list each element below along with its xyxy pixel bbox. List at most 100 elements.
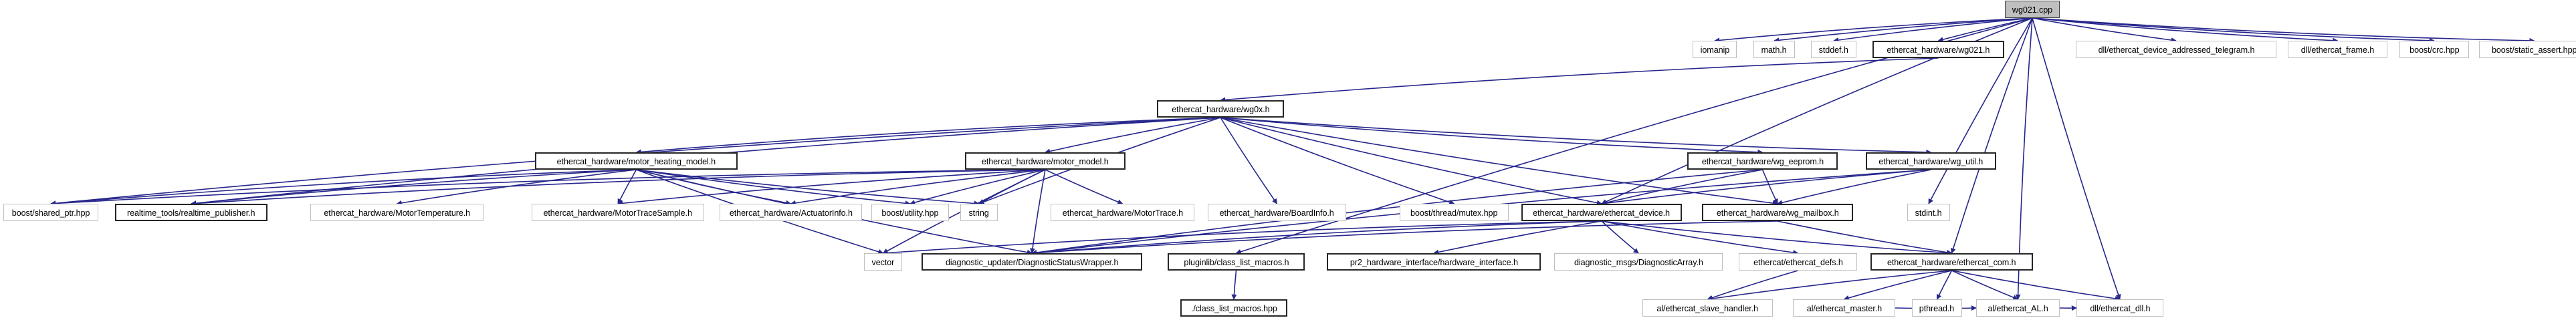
graph-edge	[1601, 220, 1799, 255]
graph-node[interactable]: dll/ethercat_frame.h	[2288, 41, 2387, 58]
graph-node[interactable]: pthread.h	[1912, 299, 1962, 317]
graph-edge	[191, 169, 1046, 206]
graph-node[interactable]: al/ethercat_slave_handler.h	[1642, 299, 1773, 317]
graph-node[interactable]: ./class_list_macros.hpp	[1180, 299, 1287, 317]
graph-node[interactable]: al/ethercat_AL.h	[1976, 299, 2060, 317]
graph-node-label: ethercat_hardware/wg_mailbox.h	[1716, 207, 1839, 218]
graph-node[interactable]: pluginlib/class_list_macros.h	[1168, 253, 1305, 271]
graph-edge	[1601, 220, 1639, 254]
graph-edge	[2032, 17, 2121, 300]
graph-node[interactable]: ethercat_hardware/wg_util.h	[1866, 152, 1996, 170]
graph-node[interactable]: vector	[864, 253, 902, 271]
graph-node-label: diagnostic_updater/DiagnosticStatusWrapp…	[945, 257, 1119, 267]
graph-node-label: ethercat_hardware/motor_model.h	[982, 156, 1109, 166]
graph-node[interactable]: pr2_hardware_interface/hardware_interfac…	[1327, 253, 1541, 271]
graph-edge	[790, 169, 1046, 206]
graph-node[interactable]: ethercat_hardware/wg_eeprom.h	[1687, 152, 1838, 170]
graph-node-label: ethercat_hardware/BoardInfo.h	[1219, 207, 1335, 218]
graph-node-label: al/ethercat_master.h	[1806, 303, 1882, 313]
graph-node-label: ethercat_hardware/MotorTrace.h	[1062, 207, 1183, 218]
graph-node[interactable]: stddef.h	[1811, 41, 1856, 58]
graph-node-label: dll/ethercat_device_addressed_telegram.h	[2098, 44, 2254, 55]
graph-node-label: diagnostic_msgs/DiagnosticArray.h	[1574, 257, 1703, 267]
graph-edge	[1220, 117, 1602, 206]
graph-node[interactable]: boost/shared_ptr.hpp	[3, 204, 98, 221]
graph-node-label: ethercat_hardware/wg021.h	[1887, 44, 1990, 55]
graph-node-label: boost/static_assert.hpp	[2491, 44, 2576, 55]
graph-edge	[1220, 117, 1763, 155]
graph-edge	[50, 169, 637, 206]
graph-node-label: dll/ethercat_dll.h	[2089, 303, 2151, 313]
graph-node-label: pthread.h	[1919, 303, 1955, 313]
graph-edge	[1777, 220, 1953, 255]
graph-node-label: ethercat_hardware/wg_util.h	[1879, 156, 1983, 166]
graph-node-label: ethercat_hardware/MotorTraceSample.h	[543, 207, 693, 218]
graph-node[interactable]: ethercat_hardware/wg_mailbox.h	[1702, 204, 1853, 221]
graph-edge	[1045, 169, 1123, 204]
graph-edge	[396, 169, 637, 206]
graph-edge	[1220, 117, 1932, 155]
graph-node[interactable]: diagnostic_msgs/DiagnosticArray.h	[1554, 253, 1723, 271]
graph-edge	[1031, 220, 1602, 256]
graph-edge	[1843, 270, 1952, 301]
graph-node-label: ethercat_hardware/MotorTemperature.h	[324, 207, 470, 218]
graph-edge	[1220, 117, 1455, 205]
graph-node-root[interactable]: wg021.cpp	[2005, 1, 2060, 18]
graph-node[interactable]: diagnostic_updater/DiagnosticStatusWrapp…	[922, 253, 1142, 271]
graph-edge	[617, 169, 637, 204]
graph-node[interactable]: ethercat_hardware/ethercat_device.h	[1521, 204, 1682, 221]
graph-node-label: stdint.h	[1915, 207, 1942, 218]
graph-node[interactable]: math.h	[1753, 41, 1795, 58]
graph-node[interactable]: boost/static_assert.hpp	[2479, 41, 2576, 58]
graph-edge	[1936, 270, 1953, 300]
graph-node[interactable]: ethercat_hardware/BoardInfo.h	[1208, 204, 1346, 221]
graph-node[interactable]: string	[960, 204, 998, 221]
graph-edge	[1937, 17, 2033, 43]
graph-node[interactable]: ethercat_hardware/motor_heating_model.h	[535, 152, 738, 170]
graph-node[interactable]: dll/ethercat_device_addressed_telegram.h	[2076, 41, 2276, 58]
graph-edge	[2032, 17, 2339, 43]
graph-node[interactable]: iomanip	[1693, 41, 1737, 58]
graph-node[interactable]: ethercat_hardware/wg021.h	[1872, 41, 2004, 58]
graph-node-label: pr2_hardware_interface/hardware_interfac…	[1350, 257, 1518, 267]
graph-edge	[1951, 270, 2121, 301]
graph-node-label: ./class_list_macros.hpp	[1190, 303, 1277, 313]
graph-edge	[50, 169, 1046, 206]
graph-node-label: boost/thread/mutex.hpp	[1410, 207, 1498, 218]
graph-node[interactable]: boost/crc.hpp	[2399, 41, 2469, 58]
graph-node-label: realtime_tools/realtime_publisher.h	[127, 207, 255, 218]
graph-node-label: math.h	[1761, 44, 1787, 55]
graph-node[interactable]: stdint.h	[1907, 204, 1950, 221]
graph-edge	[1433, 220, 1602, 255]
graph-node-label: stddef.h	[1818, 44, 1849, 55]
graph-node[interactable]: al/ethercat_master.h	[1793, 299, 1895, 317]
graph-edge	[617, 169, 1046, 206]
graph-edge	[978, 169, 1046, 204]
graph-node-label: ethercat_hardware/ethercat_com.h	[1887, 257, 2016, 267]
graph-edge	[1707, 270, 1798, 301]
graph-edge	[2032, 17, 2435, 43]
graph-node[interactable]: ethercat_hardware/ethercat_com.h	[1870, 253, 2033, 271]
graph-edge	[1707, 270, 1952, 301]
graph-node[interactable]: ethercat_hardware/MotorTrace.h	[1051, 204, 1194, 221]
graph-edge	[1231, 270, 1237, 300]
graph-edge	[2032, 17, 2535, 43]
graph-node[interactable]: ethercat/ethercat_defs.h	[1739, 253, 1857, 271]
graph-node[interactable]: ethercat_hardware/motor_model.h	[965, 152, 1125, 170]
graph-node[interactable]: ethercat_hardware/MotorTemperature.h	[310, 204, 484, 221]
graph-edge	[1714, 17, 2033, 43]
graph-node[interactable]: boost/utility.hpp	[871, 204, 949, 221]
graph-node-label: ethercat_hardware/ethercat_device.h	[1533, 207, 1671, 218]
graph-edge	[1833, 17, 2033, 43]
graph-node[interactable]: ethercat_hardware/MotorTraceSample.h	[532, 204, 704, 221]
graph-node[interactable]: boost/thread/mutex.hpp	[1400, 204, 1509, 221]
graph-edge	[1774, 17, 2033, 43]
graph-node[interactable]: realtime_tools/realtime_publisher.h	[115, 204, 267, 221]
graph-node[interactable]: ethercat_hardware/ActuatorInfo.h	[720, 204, 862, 221]
graph-node[interactable]: dll/ethercat_dll.h	[2076, 299, 2163, 317]
graph-edge	[2032, 17, 2177, 43]
graph-node-label: boost/shared_ptr.hpp	[11, 207, 90, 218]
graph-node[interactable]: ethercat_hardware/wg0x.h	[1157, 100, 1284, 118]
graph-edge	[1031, 220, 1778, 256]
graph-edge	[1777, 169, 1931, 206]
